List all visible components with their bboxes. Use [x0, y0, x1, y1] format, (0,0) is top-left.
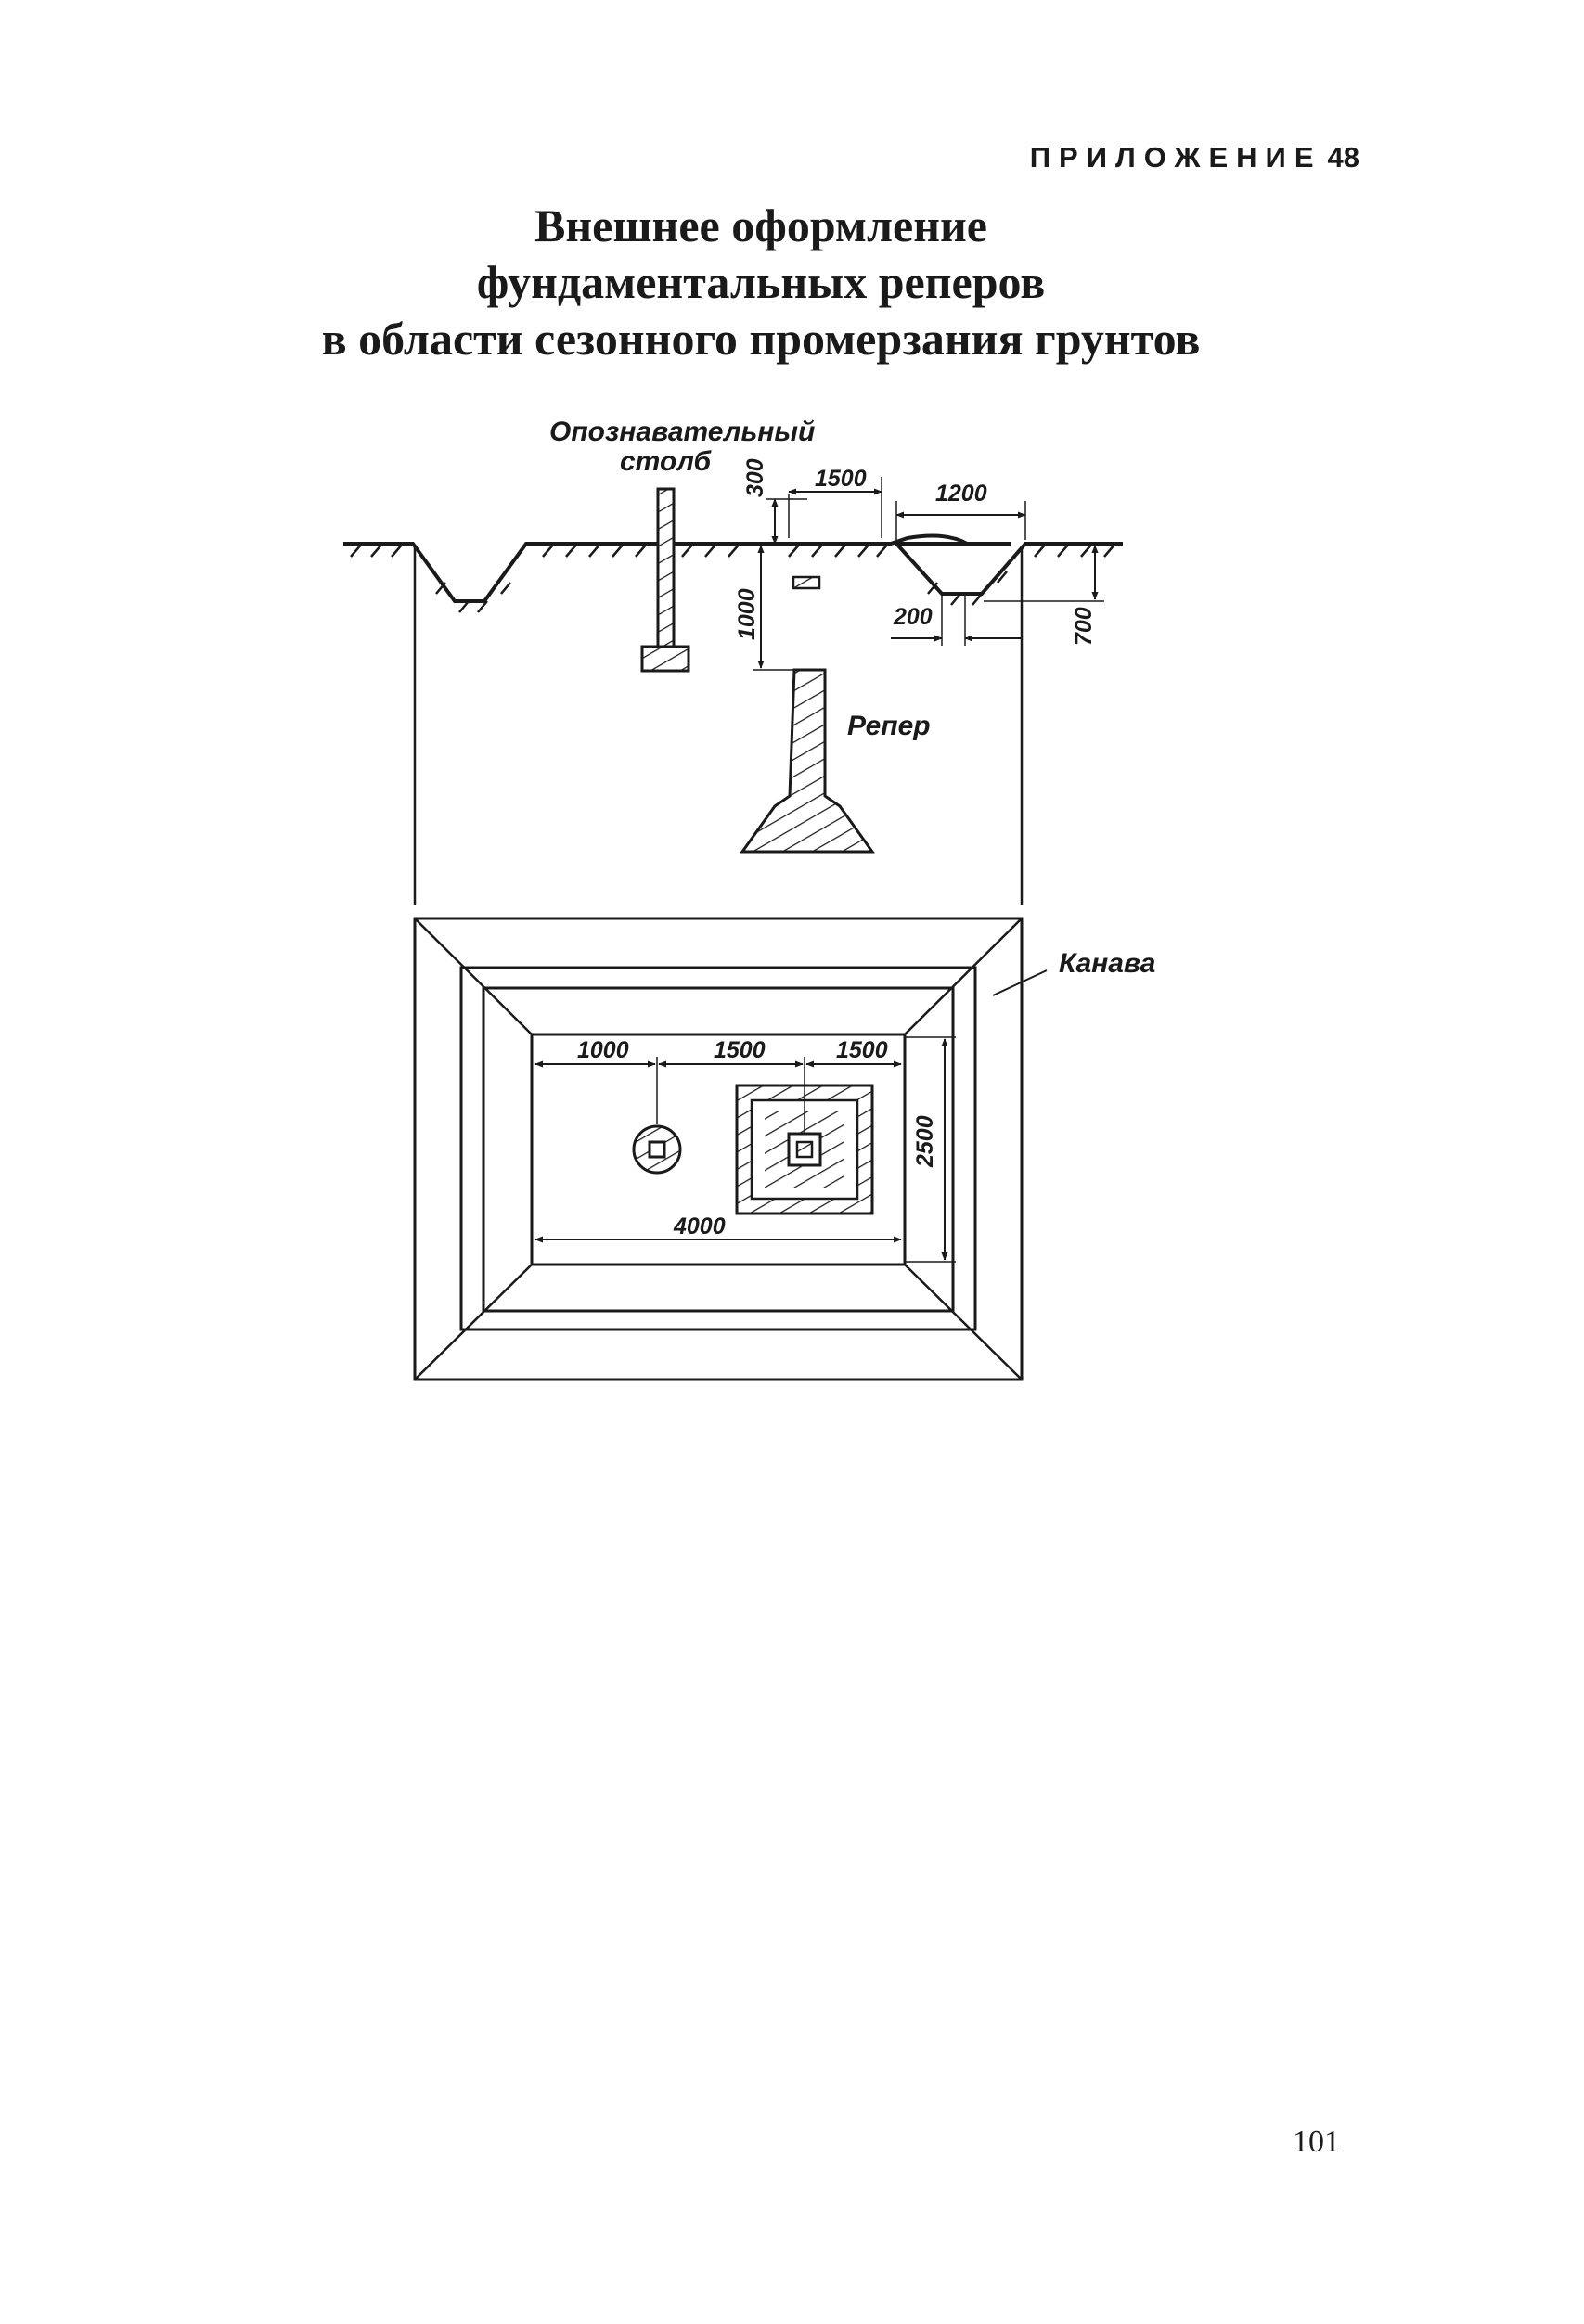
post-label-line-2: столб — [620, 446, 713, 477]
appendix-number: 48 — [1327, 141, 1359, 173]
dim-ditch-bottom: 200 — [893, 604, 933, 630]
dim-edge-offset: 1500 — [836, 1037, 888, 1063]
benchmark-label: Репер — [847, 711, 931, 741]
dim-inner-height: 2500 — [912, 1115, 938, 1168]
ground-hatch — [350, 543, 1116, 613]
dim-ditch-depth: 700 — [1071, 607, 1097, 646]
plan-inner-area — [530, 1033, 907, 1266]
ditch-leader — [992, 969, 1048, 996]
dim-ditch-top: 1200 — [935, 481, 987, 507]
benchmark-monument — [740, 668, 875, 854]
benchmark-plan-center — [795, 1140, 814, 1159]
title-line-1: Внешнее оформление — [534, 199, 987, 251]
dim-mound-width: 1500 — [815, 466, 867, 492]
post-plan-core — [648, 1140, 666, 1159]
appendix-label: ПРИЛОЖЕНИЕ — [1029, 141, 1322, 173]
plan-view: Канава 1000 1500 1500 4000 2500 — [413, 917, 1155, 1381]
ditch-label: Канава — [1059, 948, 1155, 979]
plan-ditch-outer — [459, 966, 977, 1331]
section-view: Опознавательный столб Репер 300 1500 120… — [343, 417, 1123, 905]
dim-inner-width: 4000 — [673, 1213, 726, 1239]
dim-marker-offset: 1500 — [714, 1037, 766, 1063]
post-label-line-1: Опознавательный — [549, 417, 815, 447]
plan-outer-border — [413, 917, 1024, 1381]
dim-mound-height: 300 — [742, 458, 768, 497]
identification-post-base — [640, 645, 690, 673]
dim-depth: 1000 — [734, 588, 760, 640]
identification-post — [656, 487, 676, 648]
dim-post-offset: 1000 — [577, 1037, 629, 1063]
plan-corner-diagonals — [414, 918, 1023, 1380]
title-line-3: в области сезонного промерзания грунтов — [321, 313, 1201, 365]
title-line-2: фундаментальных реперов — [476, 256, 1046, 308]
plan-ditch-inner — [482, 986, 955, 1313]
page-title: Внешнее оформление фундаментальных репер… — [0, 198, 1522, 367]
page-number: 101 — [1293, 2125, 1340, 2159]
marker-plate — [792, 575, 821, 590]
ground-line — [343, 533, 1123, 603]
